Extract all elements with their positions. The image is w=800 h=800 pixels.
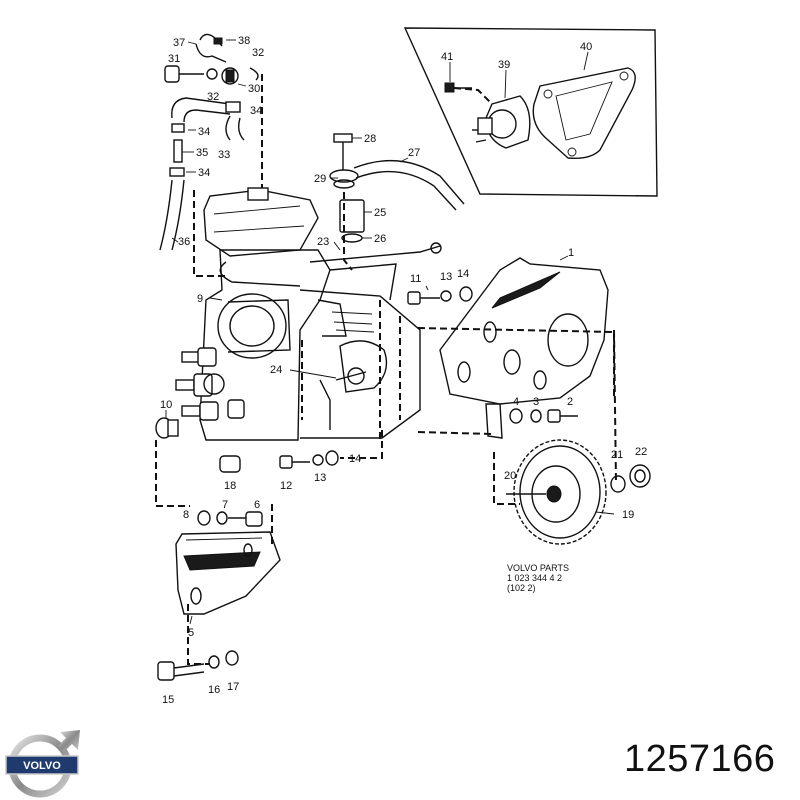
callout-39: 39 xyxy=(498,59,510,71)
actuator-drawing xyxy=(472,95,531,149)
callout-33: 33 xyxy=(218,149,230,161)
callout-37: 37 xyxy=(173,37,185,49)
callout-26: 26 xyxy=(374,233,386,245)
pump-body-drawing xyxy=(175,187,442,441)
lower-bracket-drawing xyxy=(175,504,281,665)
logo-bar xyxy=(5,755,79,775)
callout-19: 19 xyxy=(622,509,634,521)
callout-15: 15 xyxy=(162,694,174,706)
callout-18: 18 xyxy=(224,480,236,492)
callout-16: 16 xyxy=(208,684,220,696)
callout-40: 40 xyxy=(580,41,592,53)
callout-30: 30 xyxy=(248,83,260,95)
callout-24: 24 xyxy=(270,364,282,376)
callout-34: 34 xyxy=(198,126,210,138)
inset-box xyxy=(403,27,658,197)
caption-line-3: (102 2) xyxy=(507,583,536,593)
callout-29: 29 xyxy=(314,173,326,185)
callout-32: 32 xyxy=(207,91,219,103)
catalog-caption: VOLVO PARTS 1 023 344 4 2 (102 2) xyxy=(507,563,569,593)
callout-2: 2 xyxy=(567,396,573,408)
callout-17: 17 xyxy=(227,681,239,693)
callout-12: 12 xyxy=(280,480,292,492)
callout-22: 22 xyxy=(635,446,647,458)
callout-28: 28 xyxy=(364,133,376,145)
callout-7: 7 xyxy=(222,499,228,511)
callout-34: 34 xyxy=(198,167,210,179)
callout-20: 20 xyxy=(504,470,516,482)
bolt-set-bottom-drawing xyxy=(157,650,239,681)
callout-34: 34 xyxy=(250,105,262,117)
logo-arrow-icon xyxy=(58,730,80,752)
caption-line-2: 1 023 344 4 2 xyxy=(507,573,563,583)
bolt-set-top-drawing xyxy=(407,286,473,305)
bracket-plate-drawing xyxy=(417,257,615,439)
callout-38: 38 xyxy=(238,35,250,47)
callout-11: 11 xyxy=(410,273,421,285)
logo-text: VOLVO xyxy=(23,760,61,772)
callout-41: 41 xyxy=(441,51,453,63)
callout-5: 5 xyxy=(188,627,194,639)
callout-labels: 37 38 32 31 32 30 34 34 35 33 34 36 28 2… xyxy=(160,35,647,706)
callout-23: 23 xyxy=(317,236,329,248)
callout-4: 4 xyxy=(513,396,519,408)
callout-32: 32 xyxy=(252,47,264,59)
callout-13: 13 xyxy=(314,472,326,484)
callout-8: 8 xyxy=(183,509,189,521)
callout-13: 13 xyxy=(440,271,452,283)
callout-9: 9 xyxy=(197,293,203,305)
drive-gear-drawing xyxy=(493,329,651,545)
return-fitting-drawing xyxy=(329,133,465,271)
bolt-set-right-drawing xyxy=(509,408,578,424)
callout-25: 25 xyxy=(374,207,386,219)
callout-3: 3 xyxy=(533,396,539,408)
callout-35: 35 xyxy=(196,147,208,159)
hose-assembly xyxy=(159,33,263,277)
callout-14: 14 xyxy=(349,453,361,465)
part-number: 1257166 xyxy=(624,738,776,780)
callout-1: 1 xyxy=(568,247,574,259)
callout-31: 31 xyxy=(168,53,180,65)
callout-14: 14 xyxy=(457,268,469,280)
callout-27: 27 xyxy=(408,147,420,159)
nut-10-18-drawing xyxy=(155,417,241,507)
callout-36: 36 xyxy=(178,236,190,248)
callout-21: 21 xyxy=(611,449,623,461)
gasket-drawing xyxy=(532,67,636,160)
callout-6: 6 xyxy=(254,499,260,511)
bolt-set-lower-drawing xyxy=(279,430,383,469)
volvo-logo: VOLVO xyxy=(5,730,80,798)
caption-line-1: VOLVO PARTS xyxy=(507,563,570,573)
callout-10: 10 xyxy=(160,399,172,411)
leader-lines xyxy=(165,39,615,625)
